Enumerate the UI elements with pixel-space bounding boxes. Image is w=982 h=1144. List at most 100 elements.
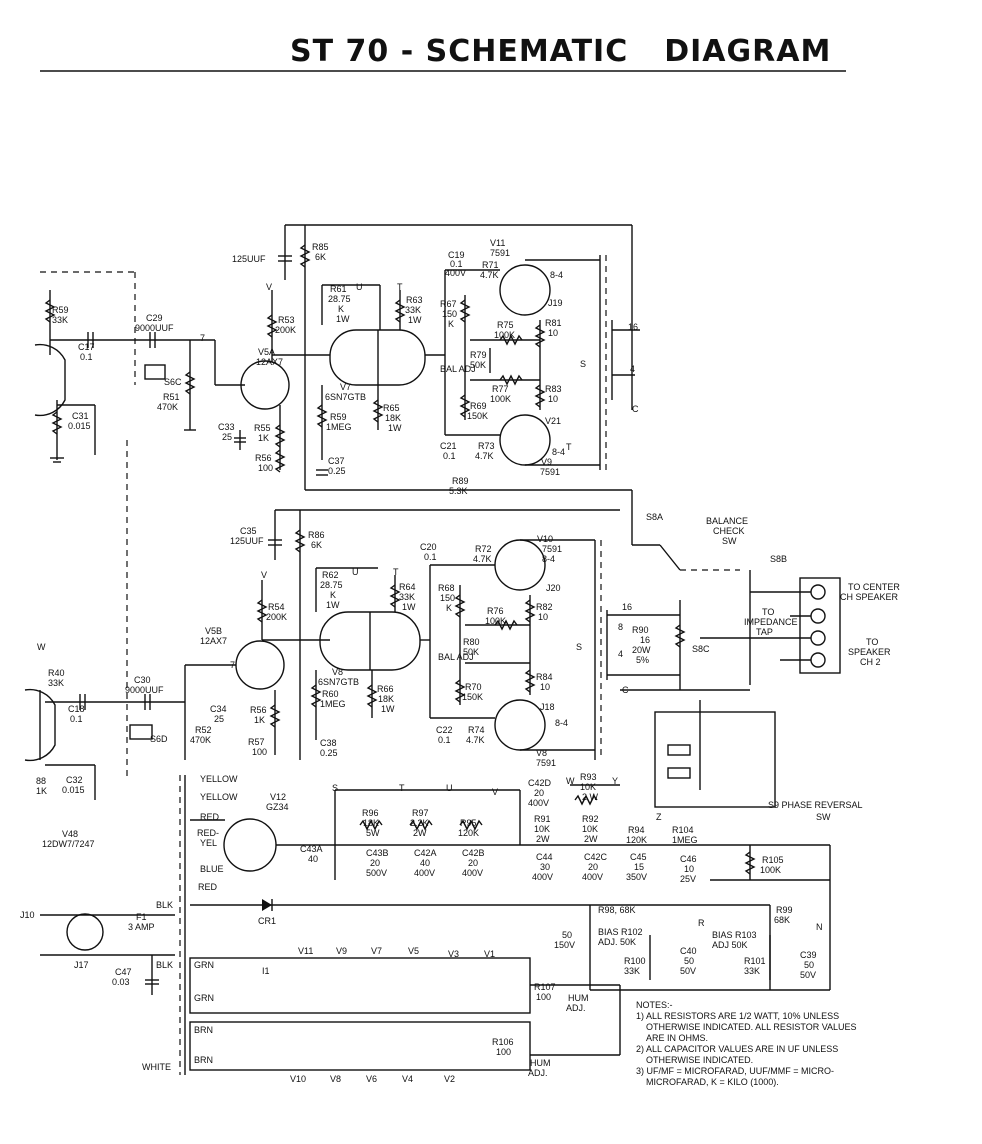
label-c42b-v2: 400V — [462, 868, 483, 878]
label-v12-type: GZ34 — [266, 802, 289, 812]
label-red-2: RED — [198, 882, 218, 892]
switch-s9 — [654, 711, 776, 808]
label-r105-value: 100K — [760, 865, 781, 875]
label-c40: C40 — [680, 946, 697, 956]
resistor-r53 — [266, 314, 278, 338]
label-v48-type: 12DW7/7247 — [42, 839, 95, 849]
label-i1: I1 — [262, 966, 270, 976]
label-r82-value: 10 — [538, 612, 548, 622]
label-r61-v2: K — [338, 304, 344, 314]
resistor-r76 — [494, 619, 518, 631]
resistor-r69 — [459, 394, 471, 418]
resistor-r85 — [299, 244, 311, 268]
label-node-s2: S — [576, 642, 582, 652]
label-r74-value: 4.7K — [466, 735, 485, 745]
label-c47: C47 — [115, 967, 132, 977]
label-c20-value: 0.1 — [424, 552, 437, 562]
label-r75-value: 100K — [494, 330, 515, 340]
label-node-8: 8 — [618, 622, 623, 632]
terminal-3 — [810, 630, 826, 646]
label-c45: C45 — [630, 852, 647, 862]
label-r56a-value: 100 — [258, 463, 273, 473]
label-c29-value: 9000UUF — [135, 323, 174, 333]
label-c21: C21 — [440, 441, 457, 451]
label-node-y: Y — [612, 776, 618, 786]
label-r51: R51 — [163, 392, 180, 402]
label-r77: R77 — [492, 384, 509, 394]
label-r73: R73 — [478, 441, 495, 451]
label-c36-value: 125UUF — [232, 254, 266, 264]
label-node-r: R — [698, 918, 705, 928]
label-v9-pins: 8-4 — [552, 447, 565, 457]
label-balance: BALANCE — [706, 516, 748, 526]
resistor-r90 — [674, 624, 686, 648]
terminal-4 — [810, 652, 826, 668]
label-r65-v2: 1W — [388, 423, 402, 433]
label-r64: R64 — [399, 582, 416, 592]
label-c45-v2: 350V — [626, 872, 647, 882]
label-r96-v2: 5W — [366, 828, 380, 838]
label-node-z: Z — [656, 812, 662, 822]
notes-block: NOTES:- 1) ALL RESISTORS ARE 1/2 WATT, 1… — [636, 1000, 886, 1088]
label-r63-v1: 33K — [405, 305, 421, 315]
label-c42d-v1: 20 — [534, 788, 544, 798]
switch-s8a — [659, 544, 681, 571]
label-v12: V12 — [270, 792, 286, 802]
label-c43b-v2: 500V — [366, 868, 387, 878]
label-b-v8: V8 — [330, 1074, 341, 1084]
label-c43a: C43A — [300, 844, 323, 854]
label-node-u3: U — [446, 783, 453, 793]
label-impedance: IMPEDANCE — [744, 617, 798, 627]
heater-string-2 — [189, 1021, 531, 1071]
input-stage-upper — [34, 271, 196, 780]
label-r100-value: 33K — [624, 966, 640, 976]
label-r81-value: 10 — [548, 328, 558, 338]
label-r94-value: 120K — [626, 835, 647, 845]
label-hum-1-b: ADJ. — [566, 1003, 586, 1013]
label-c46-v2: 25V — [680, 874, 696, 884]
label-c39-v1: 50 — [804, 960, 814, 970]
label-r59: R59 — [330, 412, 347, 422]
label-c37-value: 0.25 — [328, 466, 346, 476]
terminal-strip — [799, 577, 841, 674]
label-r70: R70 — [465, 682, 482, 692]
label-r70-value: 150K — [462, 692, 483, 702]
label-r65: R65 — [383, 403, 400, 413]
label-r68-v2: K — [446, 603, 452, 613]
label-r91-v1: 10K — [534, 824, 550, 834]
resistor-r96 — [359, 819, 383, 831]
label-r68: R68 — [438, 583, 455, 593]
label-r77-value: 100K — [490, 394, 511, 404]
label-b-v10: V10 — [290, 1074, 306, 1084]
label-r40: R40 — [48, 668, 65, 678]
title-left: ST 70 - SCHEMATIC — [290, 34, 629, 69]
switch-s6d — [129, 724, 153, 740]
label-c35-value: 125UUF — [230, 536, 264, 546]
label-c19-v2: 400V — [445, 268, 466, 278]
label-v5b-type: 12AX7 — [200, 636, 227, 646]
label-node-u: U — [356, 282, 363, 292]
label-speaker: SPEAKER — [848, 647, 891, 657]
note-1b: OTHERWISE INDICATED. ALL RESISTOR VALUES — [646, 1022, 857, 1032]
label-brn-2: BRN — [194, 1055, 213, 1065]
label-node-t4: T — [399, 783, 405, 793]
label-h-v11: V11 — [298, 946, 313, 956]
label-r91: R91 — [534, 814, 551, 824]
label-r106: R106 — [492, 1037, 514, 1047]
label-s8a: S8A — [646, 512, 663, 522]
resistor-r66 — [366, 684, 378, 708]
label-tap: TAP — [756, 627, 773, 637]
label-c42c-v2: 400V — [582, 872, 603, 882]
note-3b: MICROFARAD, K = KILO (1000). — [646, 1077, 779, 1087]
label-r97-v1: 2.2K — [410, 818, 429, 828]
tube-v48-upper — [34, 343, 66, 417]
label-c33-value: 25 — [222, 432, 232, 442]
label-yellow-1: YELLOW — [200, 774, 238, 784]
tube-v12 — [223, 818, 277, 872]
label-r67-v1: 150 — [442, 309, 457, 319]
label-r80-value: 50K — [463, 647, 479, 657]
label-bias-2: BIAS R103 — [712, 930, 757, 940]
label-r67-v2: K — [448, 319, 454, 329]
label-c32-value: 0.015 — [62, 785, 85, 795]
